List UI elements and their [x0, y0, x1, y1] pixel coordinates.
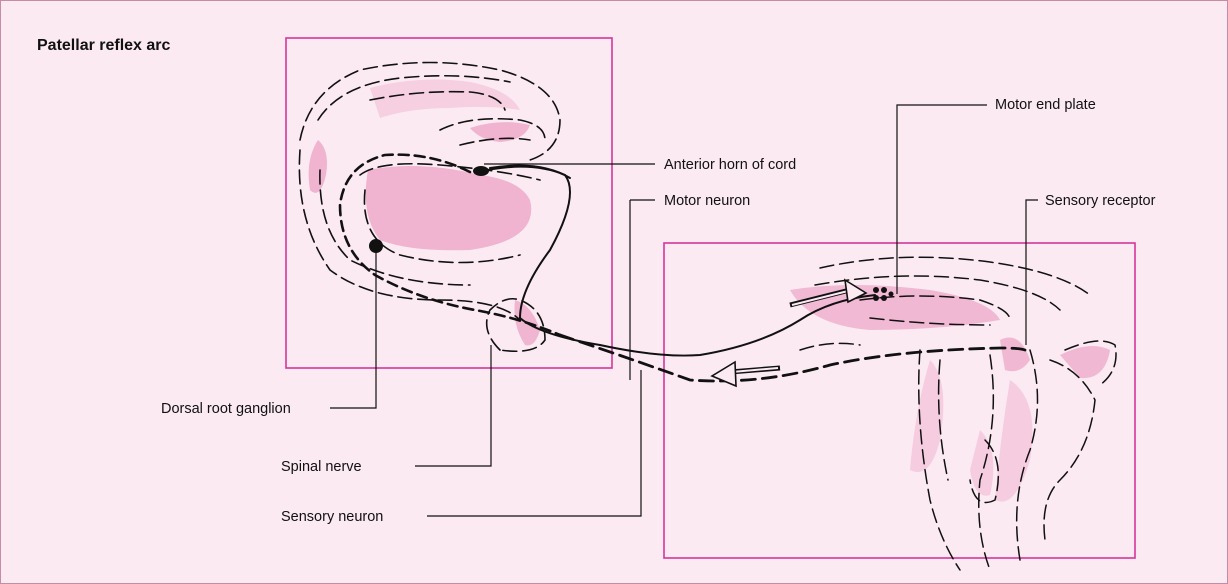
label-dorsal-root-ganglion: Dorsal root ganglion	[161, 400, 291, 418]
dorsal-root-ganglion-leader	[330, 250, 376, 408]
knee-tissue	[790, 285, 1110, 502]
anterior-horn-cell	[473, 166, 489, 176]
label-sensory-neuron: Sensory neuron	[281, 508, 383, 526]
sensory-arrow	[712, 362, 780, 386]
label-sensory-receptor: Sensory receptor	[1045, 192, 1155, 210]
spinal-nerve-leader	[415, 345, 491, 466]
label-motor-neuron: Motor neuron	[664, 192, 750, 210]
label-spinal-nerve: Spinal nerve	[281, 458, 362, 476]
motor-end-plate-leader	[897, 105, 987, 294]
sensory-neuron-leader	[427, 370, 641, 516]
label-motor-end-plate: Motor end plate	[995, 96, 1096, 114]
label-anterior-horn: Anterior horn of cord	[664, 156, 796, 174]
sensory-receptor-leader	[1026, 200, 1038, 345]
